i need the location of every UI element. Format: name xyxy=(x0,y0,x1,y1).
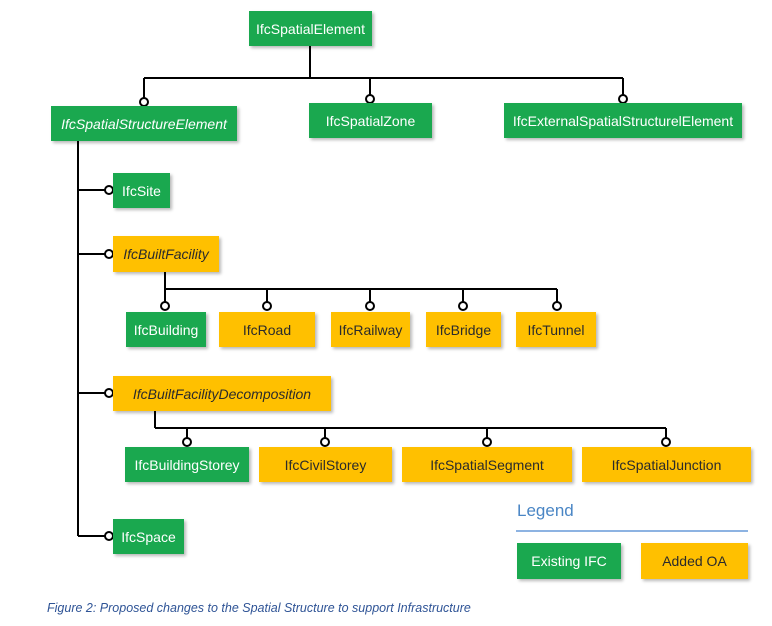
node-ifc-spatial-zone: IfcSpatialZone xyxy=(309,103,432,138)
connector-end-spatial-zone xyxy=(365,94,375,104)
connector-end-building xyxy=(160,301,170,311)
connector-end-civil-storey xyxy=(320,437,330,447)
node-ifc-external-spatial-structure-element: IfcExternalSpatialStructurelElement xyxy=(504,103,742,138)
legend-existing-ifc: Existing IFC xyxy=(517,543,621,579)
node-ifc-built-facility-decomposition: IfcBuiltFacilityDecomposition xyxy=(113,376,331,411)
legend-added-oa: Added OA xyxy=(641,543,748,579)
legend-divider xyxy=(516,530,748,532)
node-ifc-building-storey: IfcBuildingStorey xyxy=(125,447,249,482)
node-ifc-spatial-segment: IfcSpatialSegment xyxy=(402,447,572,482)
node-ifc-civil-storey: IfcCivilStorey xyxy=(259,447,392,482)
connector-end-external xyxy=(618,94,628,104)
node-ifc-spatial-element: IfcSpatialElement xyxy=(249,11,372,46)
connector-end-spatial-structure xyxy=(139,97,149,107)
node-ifc-spatial-junction: IfcSpatialJunction xyxy=(582,447,751,482)
connector-end-bridge xyxy=(458,301,468,311)
node-ifc-railway: IfcRailway xyxy=(331,312,410,347)
node-ifc-space: IfcSpace xyxy=(113,519,184,554)
legend-title: Legend xyxy=(517,501,574,520)
node-ifc-bridge: IfcBridge xyxy=(426,312,501,347)
connector-end-decomposition xyxy=(104,388,114,398)
node-ifc-spatial-structure-element: IfcSpatialStructureElement xyxy=(51,106,237,141)
connector-end-railway xyxy=(365,301,375,311)
figure-caption: Figure 2: Proposed changes to the Spatia… xyxy=(47,601,471,615)
connector-end-building-storey xyxy=(182,437,192,447)
node-ifc-site: IfcSite xyxy=(113,173,170,208)
connector-end-built-facility xyxy=(104,249,114,259)
node-ifc-building: IfcBuilding xyxy=(126,312,206,347)
node-ifc-tunnel: IfcTunnel xyxy=(516,312,596,347)
connector-end-site xyxy=(104,185,114,195)
connector-end-spatial-segment xyxy=(482,437,492,447)
connector-end-space xyxy=(104,531,114,541)
node-ifc-road: IfcRoad xyxy=(219,312,315,347)
node-ifc-built-facility: IfcBuiltFacility xyxy=(113,236,219,272)
connector-end-tunnel xyxy=(552,301,562,311)
connector-end-road xyxy=(262,301,272,311)
connector-end-spatial-junction xyxy=(661,437,671,447)
